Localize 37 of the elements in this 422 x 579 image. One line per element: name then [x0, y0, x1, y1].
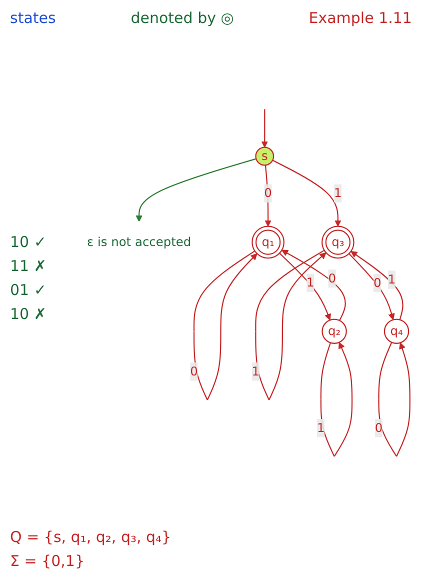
- node-circle: q₂: [322, 318, 347, 344]
- edge-label: 0: [373, 275, 382, 290]
- node-circle: s: [255, 146, 274, 166]
- arrow: [136, 158, 256, 222]
- edge-label: 1: [334, 186, 342, 200]
- arrow: [261, 109, 268, 148]
- arrow: [272, 160, 342, 227]
- arrow: [320, 342, 353, 457]
- node-text: ε is not accepted: [86, 234, 192, 250]
- edge-label: 1: [306, 275, 314, 290]
- arrow: [350, 250, 404, 320]
- node-circle: q₁: [252, 226, 284, 259]
- test-string-note: 11 ✗: [10, 256, 48, 274]
- arrow: [378, 342, 410, 457]
- set-definition: Σ = {0,1}: [10, 552, 86, 570]
- set-definition: Q = {s, q₁, q₂, q₃, q₄}: [10, 528, 172, 546]
- edge-label: 1: [252, 364, 260, 378]
- note: states: [10, 9, 56, 27]
- example-heading: Example 1.11: [308, 9, 412, 27]
- edge-label: 0: [264, 186, 272, 200]
- arrow: [193, 250, 258, 400]
- node-circle: q₃: [322, 226, 354, 259]
- test-string-note: 01 ✓: [10, 280, 48, 298]
- test-string-note: 10 ✓: [10, 232, 48, 250]
- arrow: [348, 253, 395, 320]
- arrow: [279, 252, 331, 320]
- note: denoted by ◎: [130, 9, 234, 27]
- test-string-note: 10 ✗: [10, 304, 48, 322]
- node-circle: q₄: [384, 318, 410, 344]
- edge-label: 0: [190, 364, 198, 378]
- edge-label: 1: [388, 272, 396, 287]
- edge-label: 0: [328, 271, 336, 286]
- arrow: [282, 250, 346, 321]
- arrow: [255, 250, 326, 400]
- edge-label: 1: [317, 420, 325, 435]
- arrow: [264, 165, 272, 227]
- edge-label: 0: [374, 420, 383, 435]
